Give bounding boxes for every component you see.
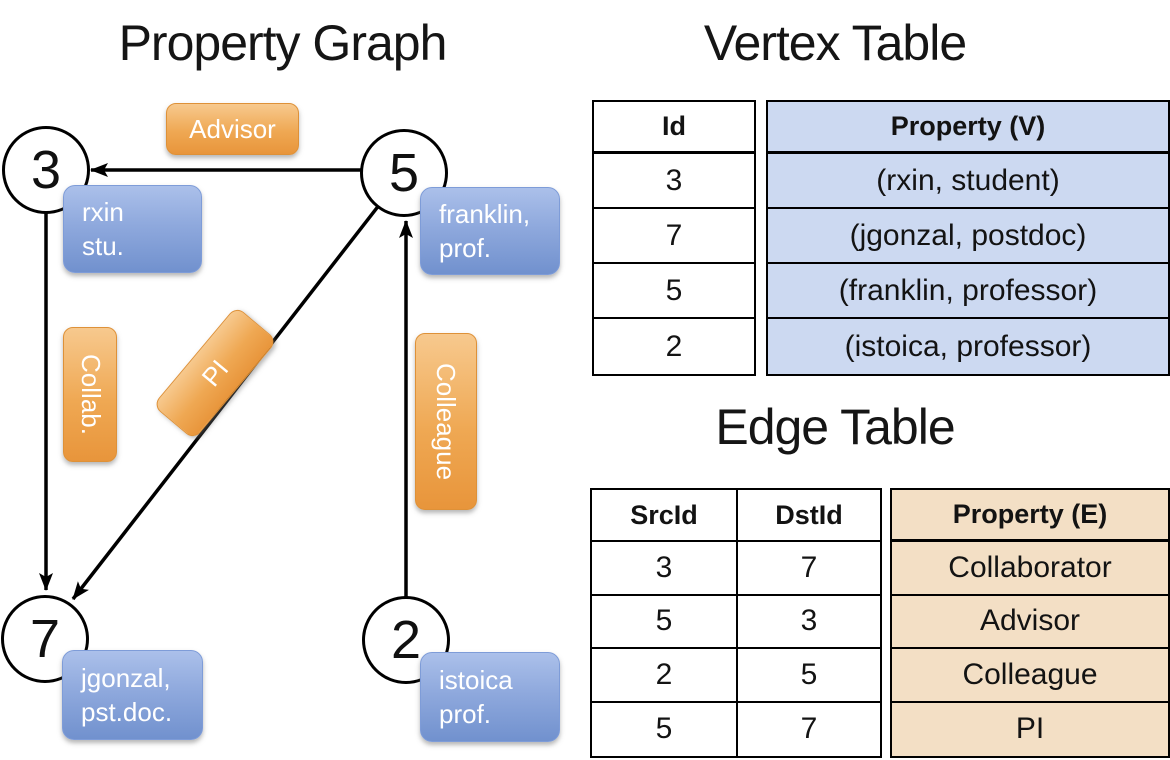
table-row: 3 [594, 154, 754, 209]
table-row: (jgonzal, postdoc) [768, 209, 1168, 264]
vertex-label-istoica: istoica prof. [420, 652, 560, 742]
edge-label-colleague: Colleague [415, 333, 477, 510]
srcid-cell: 5 [655, 604, 673, 638]
edge-table-property-column: Property (E) Collaborator Advisor Collea… [890, 488, 1170, 758]
collab-label-text: Collab. [75, 354, 106, 435]
edge-table-id-columns: SrcId DstId 3 7 5 3 2 5 5 7 [590, 488, 882, 758]
srcid-cell: 5 [655, 712, 673, 746]
edge-table-header-property: Property (E) [892, 490, 1168, 542]
table-row: (istoica, professor) [768, 319, 1168, 374]
vertex-label-jgonzal: jgonzal, pst.doc. [62, 650, 203, 740]
edge-label-advisor: Advisor [166, 103, 299, 155]
graph-node-5: 5 [360, 129, 448, 217]
property-graph-title: Property Graph [118, 15, 448, 71]
dstid-cell: 5 [736, 649, 880, 701]
graph-node-2: 2 [362, 596, 450, 684]
table-row: 3 7 [592, 542, 880, 596]
table-row: 7 [594, 209, 754, 264]
table-row: PI [892, 702, 1168, 756]
table-row: Colleague [892, 649, 1168, 703]
node-2-id: 2 [390, 610, 422, 670]
node-5-id: 5 [388, 143, 420, 203]
table-row: (rxin, student) [768, 154, 1168, 209]
srcid-cell: 2 [655, 657, 673, 691]
vertex-table-property-column: Property (V) (rxin, student) (jgonzal, p… [766, 100, 1170, 376]
table-row: 2 5 [592, 649, 880, 703]
vertex-table-id-column: Id 3 7 5 2 [592, 100, 756, 376]
node-3-id: 3 [30, 140, 62, 200]
table-row: Advisor [892, 595, 1168, 649]
edge-label-collab: Collab. [63, 327, 117, 462]
edge-table-header-srcid: SrcId [630, 499, 698, 530]
vertex-table-title: Vertex Table [703, 15, 967, 71]
edge-table-header-row: SrcId DstId [592, 490, 880, 542]
advisor-label-text: Advisor [189, 113, 276, 144]
dstid-cell: 3 [736, 595, 880, 647]
table-row: 5 7 [592, 702, 880, 756]
table-row: 5 3 [592, 595, 880, 649]
table-row: 2 [665, 329, 683, 363]
table-row: (franklin, professor) [768, 264, 1168, 319]
vertex-label-franklin: franklin, prof. [420, 187, 560, 275]
table-row: Collaborator [892, 542, 1168, 596]
vertex-table-header-property: Property (V) [768, 102, 1168, 154]
franklin-line1: franklin, [439, 198, 531, 229]
jgonzal-line1: jgonzal, [81, 662, 171, 693]
istoica-line1: istoica [439, 664, 513, 695]
jgonzal-line2: pst.doc. [81, 697, 173, 727]
franklin-line2: prof. [439, 233, 492, 263]
edge-table-title: Edge Table [715, 399, 955, 455]
srcid-cell: 3 [655, 550, 673, 584]
edge-table-header-dstid: DstId [736, 490, 880, 540]
pi-label-text: PI [195, 353, 235, 392]
vertex-label-rxin: rxin stu. [63, 185, 202, 273]
rxin-line1: rxin [82, 196, 124, 227]
vertex-table-header-id: Id [594, 102, 754, 154]
node-7-id: 7 [29, 609, 61, 669]
colleague-label-text: Colleague [431, 362, 462, 481]
dstid-cell: 7 [736, 702, 880, 756]
rxin-line2: stu. [82, 231, 124, 261]
table-row: 5 [594, 264, 754, 319]
istoica-line2: prof. [439, 699, 492, 729]
dstid-cell: 7 [736, 542, 880, 594]
